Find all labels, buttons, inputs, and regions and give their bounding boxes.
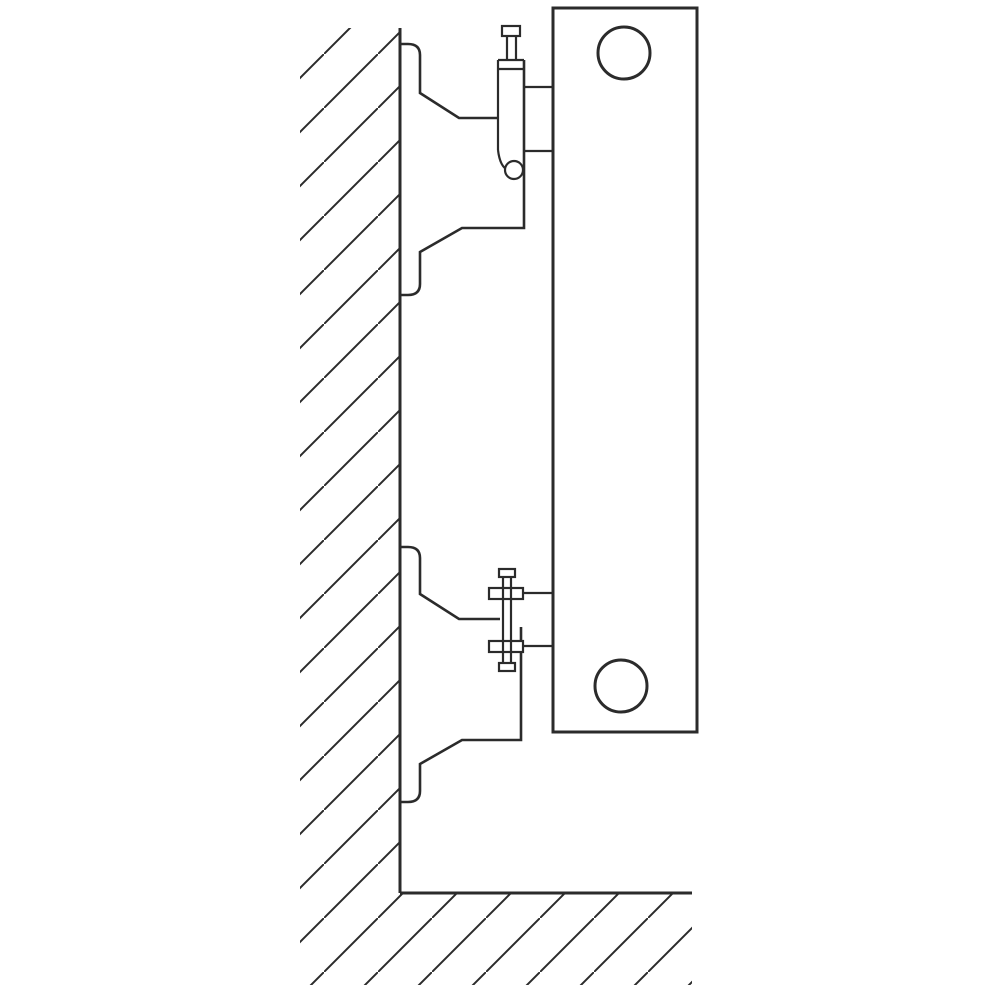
clamp-pin-bottom-cap [497, 661, 517, 673]
clip-body-top-edges [498, 58, 524, 71]
clamp-lower-bar [487, 639, 525, 654]
adjustment-screw-cap [500, 24, 522, 38]
upper-retaining-clip [496, 24, 553, 181]
adjustment-screw-stem [505, 36, 518, 60]
lower-bracket-front-and-bottom-arm [400, 627, 523, 804]
upper-bracket-plate-and-top-arm [400, 42, 498, 120]
drawing-root [300, 6, 699, 985]
lower-bracket-plate-and-top-arm [400, 545, 500, 621]
lower-bracket [400, 545, 523, 804]
radiator-top-port-hole [596, 25, 652, 81]
wall-and-floor [300, 28, 692, 985]
upper-hanging-lug-lines [524, 85, 553, 153]
clip-pivot-circle [503, 159, 525, 181]
lower-hanging-lug-lines [523, 591, 553, 648]
radiator-bottom-port-hole [593, 658, 649, 714]
clamp-pin-top-cap [497, 567, 517, 579]
clamp-pin-shaft [501, 577, 513, 663]
lower-pinned-clamp [487, 567, 553, 673]
radiator-body [551, 6, 699, 734]
clamp-upper-bar [487, 586, 525, 601]
upper-bracket [400, 42, 526, 297]
wall-floor-hatch-region [300, 28, 692, 985]
radiator-panel [551, 6, 699, 734]
upper-bracket-front-and-bottom-arm [400, 60, 526, 297]
